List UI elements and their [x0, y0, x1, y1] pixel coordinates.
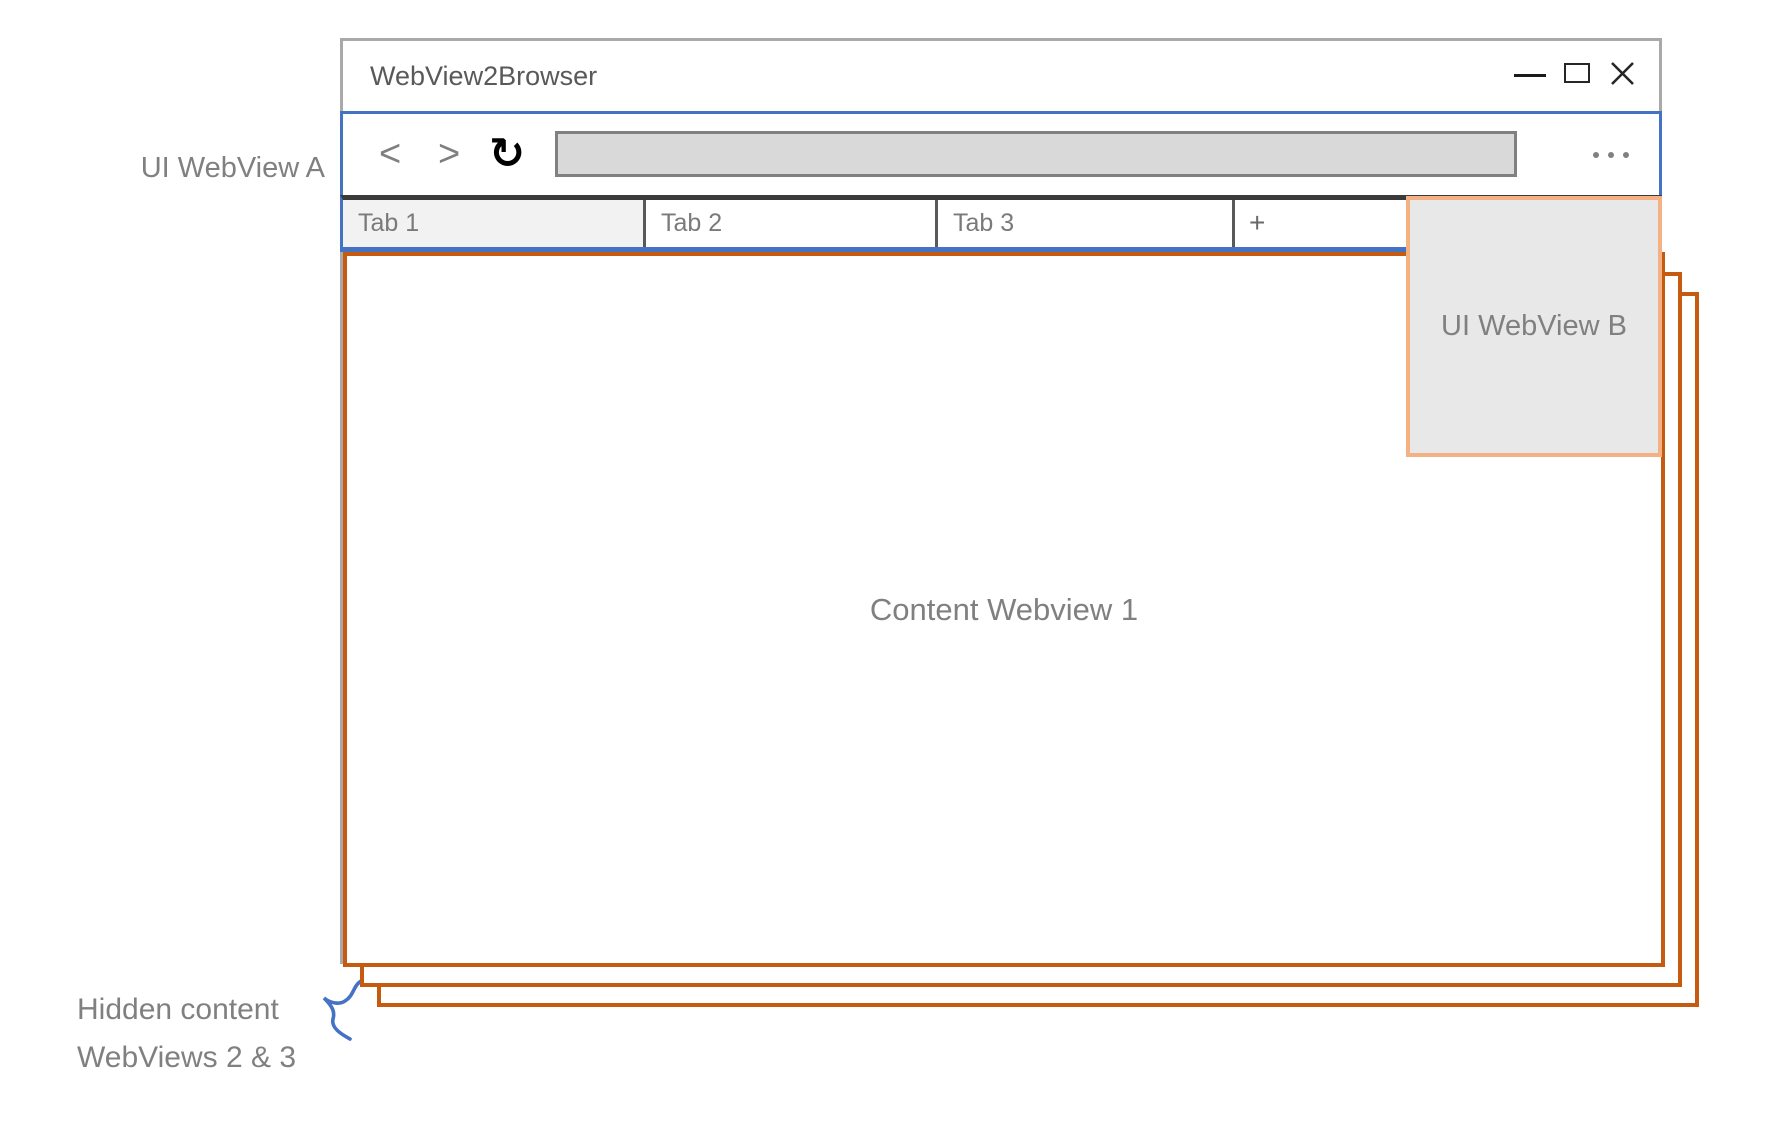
ui-webview-b-label: UI WebView B	[1441, 310, 1627, 342]
maximize-icon[interactable]	[1564, 63, 1590, 83]
hidden-webviews-annotation: Hidden content WebViews 2 & 3	[77, 986, 296, 1082]
hidden-webviews-annotation-line1: Hidden content	[77, 993, 279, 1026]
hidden-webviews-annotation-line2: WebViews 2 & 3	[77, 1041, 297, 1074]
menu-icon[interactable]	[1593, 152, 1629, 158]
forward-icon[interactable]: >	[438, 133, 461, 175]
minimize-icon[interactable]	[1514, 74, 1546, 77]
brace-icon	[322, 977, 368, 1041]
tab-1[interactable]: Tab 1	[343, 200, 646, 247]
title-bar: WebView2Browser	[340, 38, 1662, 114]
window-title: WebView2Browser	[370, 61, 598, 91]
tab-2[interactable]: Tab 2	[646, 200, 938, 247]
ui-webview-b: UI WebView B	[1406, 196, 1662, 457]
reload-icon[interactable]: ↻	[489, 129, 526, 179]
ui-webview-a-annotation: UI WebView A	[140, 152, 325, 184]
menu-dot	[1623, 152, 1629, 158]
navigation-bar: < > ↻	[340, 111, 1662, 200]
back-icon[interactable]: <	[379, 133, 402, 175]
address-bar-input[interactable]	[555, 131, 1517, 177]
content-webview-1-label: Content Webview 1	[869, 591, 1139, 627]
tab-3[interactable]: Tab 3	[938, 200, 1235, 247]
menu-dot	[1593, 152, 1599, 158]
menu-dot	[1608, 152, 1614, 158]
close-icon[interactable]	[1609, 60, 1636, 87]
